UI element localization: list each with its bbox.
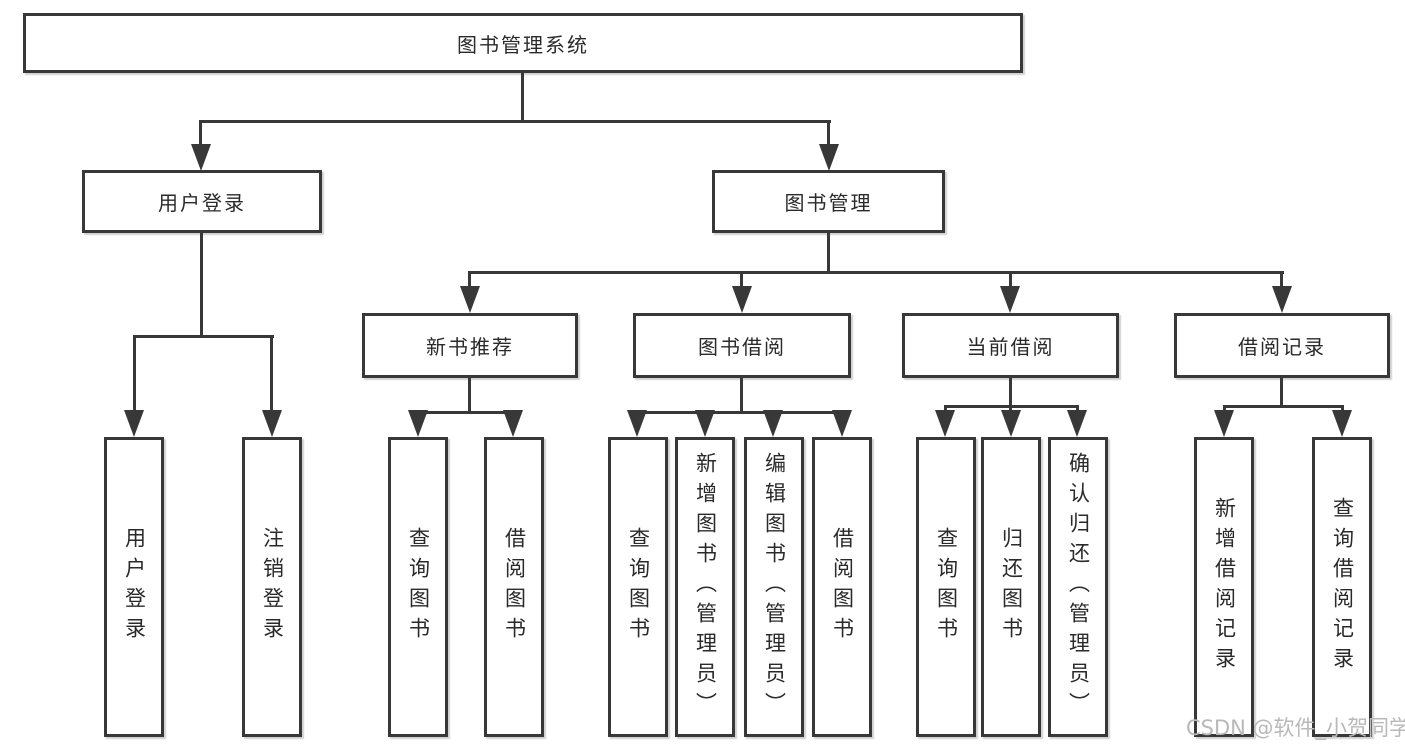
leaf-confirm-return-admin: 确认归还（管理员） [1048, 437, 1108, 737]
connector-book-management-branch [468, 271, 1284, 274]
arrow-to-book-borrow [732, 286, 752, 313]
connector-to-book-management-stem [827, 120, 830, 146]
connector-to-user-login-stem [199, 120, 202, 146]
csdn-watermark: CSDN @软件_小贺同学 [1186, 716, 1405, 740]
leaf-confirm-return-admin-label: 确认归还（管理员） [1066, 452, 1091, 722]
leaf-user-login-label: 用户登录 [122, 527, 147, 647]
arrow-to-leaf-return-book [1001, 410, 1021, 437]
node-book-management: 图书管理 [712, 170, 945, 233]
node-borrow-record-label: 借阅记录 [1238, 335, 1326, 359]
leaf-add-book-admin: 新增图书（管理员） [675, 437, 735, 737]
connector-to-new-book-recommend-stem [468, 271, 471, 289]
arrow-to-leaf-logout [262, 410, 282, 437]
connector-borrow-record-branch [1223, 405, 1344, 408]
node-book-management-label: 图书管理 [784, 191, 873, 215]
leaf-return-book-label: 归还图书 [999, 527, 1024, 647]
connector-to-leaf-query-borrow-record-stem [1341, 405, 1344, 413]
connector-to-current-borrow-stem [1009, 271, 1012, 289]
connector-root-stem [521, 73, 524, 120]
arrow-to-borrow-record [1272, 286, 1292, 313]
arrow-to-leaf-edit-book-admin [763, 410, 783, 437]
node-user-login-label: 用户登录 [158, 191, 246, 215]
arrow-to-new-book-recommend [460, 286, 480, 313]
connector-to-leaf-add-borrow-record-stem [1223, 405, 1226, 413]
connector-book-borrow-stem [740, 378, 743, 411]
connector-to-leaf-query-book-current-stem [944, 405, 947, 413]
connector-new-book-recommend-stem [468, 378, 471, 411]
leaf-query-book-current: 查询图书 [916, 437, 976, 737]
node-book-borrow: 图书借阅 [633, 313, 851, 378]
node-root: 图书管理系统 [23, 13, 1023, 73]
arrow-to-leaf-query-book-borrow [627, 410, 647, 437]
connector-to-leaf-logout-stem [270, 335, 273, 413]
arrow-to-leaf-query-book-current [935, 410, 955, 437]
leaf-logout: 注销登录 [242, 437, 302, 737]
connector-to-borrow-record-stem [1280, 271, 1283, 289]
connector-user-login-stem [200, 233, 203, 335]
leaf-query-borrow-record: 查询借阅记录 [1312, 437, 1372, 737]
leaf-edit-book-admin: 编辑图书（管理员） [744, 437, 804, 737]
leaf-borrow-book-label: 借阅图书 [830, 527, 855, 647]
arrow-to-current-borrow [1000, 286, 1020, 313]
arrow-to-leaf-confirm-return [1067, 410, 1087, 437]
node-current-borrow: 当前借阅 [902, 313, 1119, 378]
arrow-to-leaf-query-borrow-record [1332, 410, 1352, 437]
node-current-borrow-label: 当前借阅 [966, 335, 1055, 359]
leaf-user-login: 用户登录 [104, 437, 164, 737]
arrow-to-leaf-user-login [124, 410, 144, 437]
leaf-query-book-borrow: 查询图书 [608, 437, 668, 737]
leaf-borrow-book-recommend-label: 借阅图书 [502, 527, 527, 647]
arrow-to-leaf-add-book-admin [695, 410, 715, 437]
node-new-book-recommend: 新书推荐 [362, 313, 578, 378]
arrow-to-leaf-borrow-book [832, 410, 852, 437]
node-root-label: 图书管理系统 [457, 32, 589, 57]
connector-book-borrow-branch [636, 411, 844, 414]
connector-to-leaf-return-book-stem [1009, 405, 1012, 413]
leaf-return-book: 归还图书 [981, 437, 1041, 737]
connector-borrow-record-stem [1280, 378, 1283, 405]
leaf-add-borrow-record: 新增借阅记录 [1194, 437, 1254, 737]
leaf-query-book-recommend: 查询图书 [388, 437, 448, 737]
node-borrow-record: 借阅记录 [1174, 313, 1390, 378]
node-user-login: 用户登录 [82, 170, 322, 233]
connector-to-book-borrow-stem [740, 271, 743, 289]
arrow-to-book-management [819, 144, 839, 171]
node-book-borrow-label: 图书借阅 [698, 335, 786, 359]
leaf-edit-book-admin-label: 编辑图书（管理员） [762, 452, 787, 722]
leaf-query-book-current-label: 查询图书 [934, 527, 959, 647]
connector-current-borrow-stem [1009, 378, 1012, 405]
leaf-query-book-recommend-label: 查询图书 [406, 527, 431, 647]
leaf-query-borrow-record-label: 查询借阅记录 [1330, 497, 1355, 677]
leaf-borrow-book: 借阅图书 [812, 437, 872, 737]
arrow-to-leaf-query-book-recommend [408, 410, 428, 437]
arrow-to-leaf-add-borrow-record [1214, 410, 1234, 437]
leaf-add-borrow-record-label: 新增借阅记录 [1212, 497, 1237, 677]
leaf-add-book-admin-label: 新增图书（管理员） [693, 452, 718, 722]
connector-book-management-stem [827, 233, 830, 271]
arrow-to-leaf-borrow-book-recommend [503, 410, 523, 437]
connector-to-leaf-confirm-return-stem [1076, 405, 1079, 413]
node-new-book-recommend-label: 新书推荐 [426, 335, 514, 359]
connector-user-login-branch [133, 335, 274, 338]
leaf-query-book-borrow-label: 查询图书 [626, 527, 651, 647]
leaf-logout-label: 注销登录 [260, 527, 285, 647]
connector-new-book-recommend-branch [417, 411, 516, 414]
leaf-borrow-book-recommend: 借阅图书 [484, 437, 544, 737]
connector-root-branch [199, 120, 831, 123]
connector-to-leaf-user-login-stem [133, 335, 136, 413]
arrow-to-user-login [191, 144, 211, 171]
